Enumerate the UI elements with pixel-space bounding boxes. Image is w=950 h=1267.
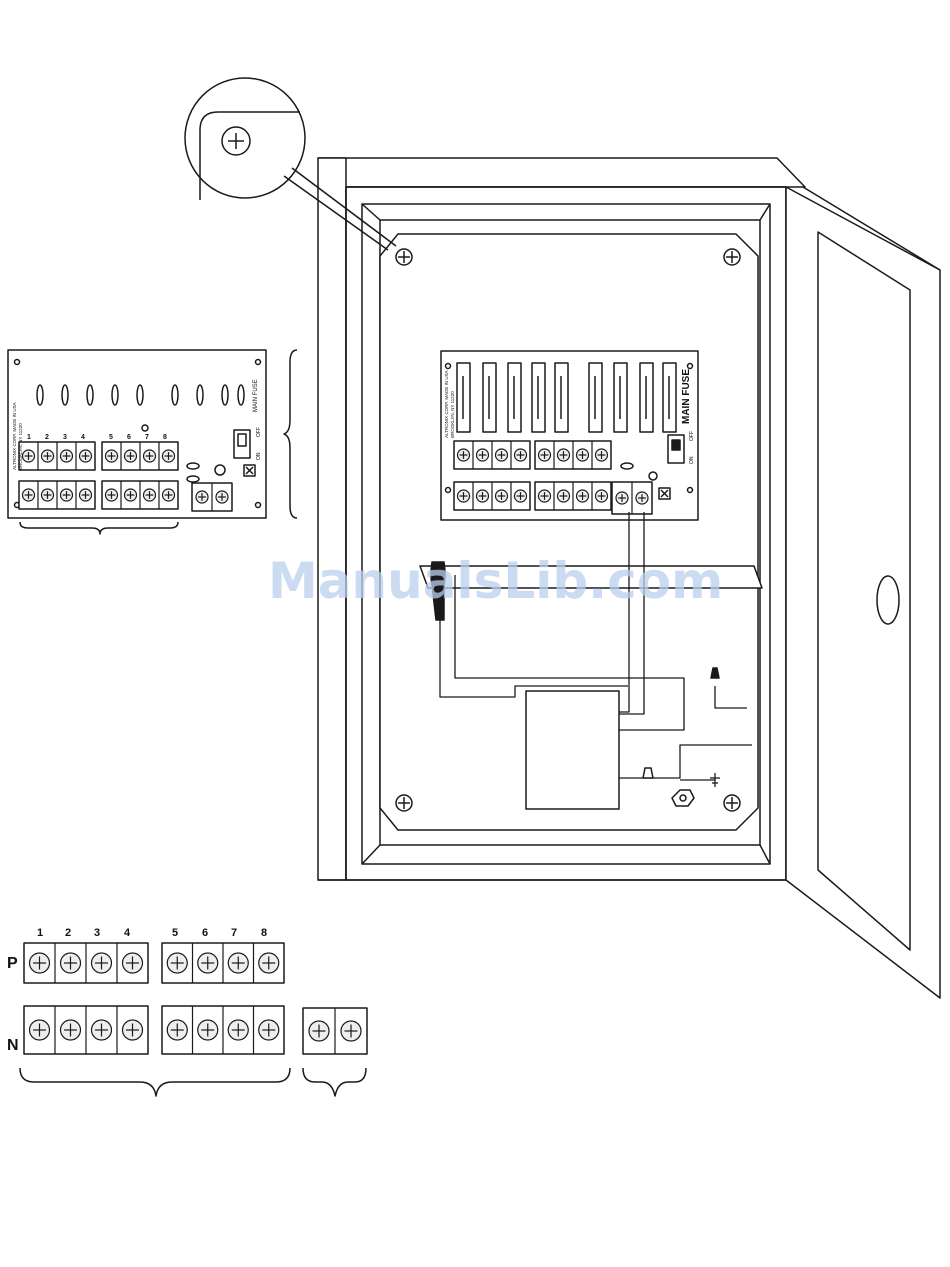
terminal-screw-icon	[42, 450, 54, 462]
terminal-screw-icon	[259, 1020, 279, 1040]
terminal-screw-icon	[163, 489, 175, 501]
terminal-screw-icon	[42, 489, 54, 501]
detail-switch-on-label: ON	[256, 452, 262, 460]
terminal-screw-icon	[636, 492, 648, 504]
terminal-screw-icon	[596, 490, 608, 502]
detail-output-number: 3	[63, 434, 67, 441]
terminal-screw-icon	[123, 1020, 143, 1040]
main-maker-text: ALTRONIX CORP. MADE IN USA	[444, 370, 449, 438]
terminal-screw-icon	[144, 489, 156, 501]
terminal-screw-icon	[458, 449, 470, 461]
board-detail-brace	[284, 350, 297, 518]
terminal-screw-icon	[198, 1020, 218, 1040]
terminal-screw-icon	[61, 450, 73, 462]
terminal-screw-icon	[496, 490, 508, 502]
terminal-screw-icon	[23, 450, 35, 462]
terminal-screw-icon	[80, 489, 92, 501]
output-number: 3	[94, 927, 100, 939]
terminal-screw-icon	[125, 450, 137, 462]
detail-output-number: 2	[45, 434, 49, 441]
main-fuse-label: MAIN FUSE	[681, 369, 692, 424]
terminal-screw-icon	[558, 490, 570, 502]
terminal-screw-icon	[539, 449, 551, 461]
output-number: 8	[261, 927, 267, 939]
terminal-screw-icon	[539, 490, 551, 502]
terminal-screw-icon	[106, 489, 118, 501]
terminal-screw-icon	[163, 450, 175, 462]
terminal-screw-icon	[92, 953, 112, 973]
main-switch-on-label: ON	[689, 456, 695, 464]
terminal-screw-icon	[61, 953, 81, 973]
terminal-screw-icon	[61, 1020, 81, 1040]
mounting-screw-bottom-right	[724, 795, 740, 811]
terminal-screw-icon	[167, 953, 187, 973]
terminal-screw-icon	[458, 490, 470, 502]
fuse-holders	[457, 363, 676, 432]
terminal-screw-icon	[477, 449, 489, 461]
detail-output-number: 8	[163, 434, 167, 441]
output-number: 6	[202, 927, 208, 939]
detail-maker-text: ALTRONIX CORP. MADE IN USA	[12, 402, 17, 470]
terminal-screw-icon	[616, 492, 628, 504]
output-number: 2	[65, 927, 71, 939]
terminal-screw-icon	[196, 491, 208, 503]
watermark: ManualsLib.com	[268, 552, 723, 610]
detail-address-text: BROOKLYN, NY 11220	[18, 423, 23, 470]
mounting-screw-top-left	[396, 249, 412, 265]
terminal-screw-icon	[92, 1020, 112, 1040]
detail-switch-off-label: OFF	[256, 427, 262, 437]
row-p-label: P	[7, 955, 18, 972]
terminal-screw-icon	[216, 491, 228, 503]
terminal-screw-icon	[577, 449, 589, 461]
terminal-screw-icon	[259, 953, 279, 973]
terminal-screw-icon	[167, 1020, 187, 1040]
terminal-screw-icon	[106, 450, 118, 462]
detail-power-switch	[234, 430, 250, 458]
terminal-screw-icon	[30, 953, 50, 973]
terminal-screw-icon	[30, 1020, 50, 1040]
output-number: 1	[37, 927, 43, 939]
outputs-brace	[20, 1068, 290, 1096]
mounting-screw-top-right	[724, 249, 740, 265]
terminal-screw-icon	[125, 489, 137, 501]
battery-box	[526, 691, 619, 809]
detail-output-number: 5	[109, 434, 113, 441]
terminal-screw-icon	[515, 490, 527, 502]
terminal-screw-icon	[341, 1021, 361, 1041]
terminal-screw-icon	[23, 489, 35, 501]
terminal-screw-icon	[515, 449, 527, 461]
detail-output-brace	[20, 522, 178, 534]
terminal-screw-icon	[123, 953, 143, 973]
wire-connector-icon	[643, 768, 653, 778]
main-address-text: BROOKLYN, NY 11220	[450, 391, 455, 438]
power-switch	[668, 435, 684, 463]
terminal-screw-icon	[558, 449, 570, 461]
cabinet-door	[786, 187, 940, 998]
row-n-label: N	[7, 1037, 19, 1054]
detail-output-number: 7	[145, 434, 149, 441]
output-number: 4	[124, 927, 131, 939]
fuse-connector-icon	[711, 668, 719, 678]
terminal-screw-icon	[61, 489, 73, 501]
detail-output-number: 4	[81, 434, 85, 441]
detail-output-number: 6	[127, 434, 131, 441]
detail-output-number: 1	[27, 434, 31, 441]
detail-fuse-label: MAIN FUSE	[253, 379, 259, 412]
terminal-screw-icon	[228, 1020, 248, 1040]
terminal-screw-icon	[228, 953, 248, 973]
terminal-screw-icon	[80, 450, 92, 462]
input-brace	[303, 1068, 366, 1096]
mounting-screw-bottom-left	[396, 795, 412, 811]
main-switch-off-label: OFF	[689, 431, 695, 441]
terminal-screw-icon	[309, 1021, 329, 1041]
terminal-screw-icon	[198, 953, 218, 973]
terminal-screw-icon	[496, 449, 508, 461]
terminal-screw-icon	[596, 449, 608, 461]
output-number: 7	[231, 927, 237, 939]
terminal-screw-icon	[577, 490, 589, 502]
terminal-screw-icon	[477, 490, 489, 502]
terminal-screw-icon	[144, 450, 156, 462]
output-number: 5	[172, 927, 178, 939]
